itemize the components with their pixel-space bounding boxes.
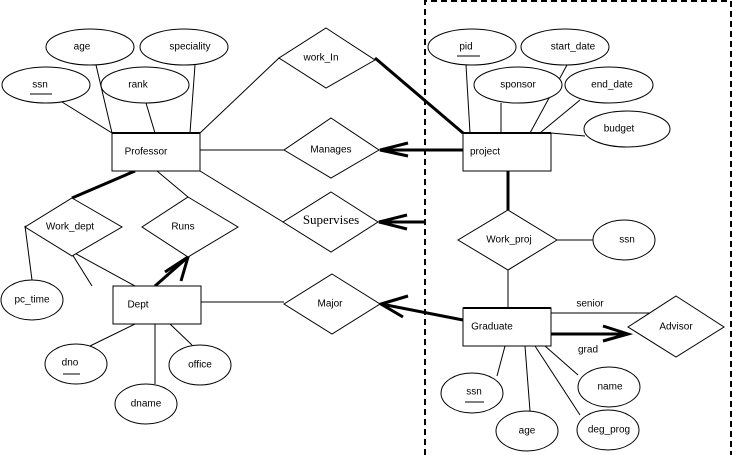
relationship-major: Major (283, 273, 381, 335)
svg-text:name: name (597, 382, 622, 393)
relationship-work-in: work_In (278, 27, 376, 89)
relationship-work-proj: Work_proj (457, 209, 558, 271)
relationship-advisor: Advisor (627, 295, 725, 358)
svg-text:pc_time: pc_time (14, 295, 49, 306)
attribute-graduate-name: name (577, 366, 641, 408)
svg-text:Work_dept: Work_dept (46, 222, 94, 233)
svg-text:speciality: speciality (169, 42, 210, 53)
entity-project: project (462, 132, 552, 172)
attribute-graduate-age: age (495, 410, 559, 452)
svg-text:dname: dname (131, 399, 162, 410)
entity-graduate: Graduate (462, 307, 552, 347)
svg-text:Advisor: Advisor (659, 322, 693, 333)
attribute-graduate-ssn-key: ssn (440, 372, 504, 414)
svg-text:age: age (519, 426, 536, 437)
svg-text:Runs: Runs (171, 222, 194, 233)
attribute-speciality: speciality (139, 28, 229, 66)
attribute-start-date: start_date (520, 28, 610, 66)
entity-professor: Professor (111, 132, 201, 172)
svg-text:sponsor: sponsor (500, 80, 536, 91)
attribute-age: age (45, 28, 135, 66)
svg-text:Professor: Professor (125, 147, 168, 158)
entity-dept: Dept (112, 285, 202, 325)
arrows (154, 141, 634, 343)
attribute-office: office (168, 344, 232, 386)
attribute-pid-key: pid (427, 28, 517, 66)
relationship-work-dept: Work_dept (24, 197, 123, 257)
attribute-work-proj-ssn: ssn (592, 219, 656, 261)
svg-text:dno: dno (62, 358, 79, 369)
attribute-pc-time: pc_time (0, 279, 64, 321)
svg-text:Major: Major (317, 299, 343, 310)
attribute-end-date: end_date (564, 66, 654, 104)
svg-text:Supervises: Supervises (303, 212, 359, 227)
svg-text:start_date: start_date (551, 42, 596, 53)
relationship-runs: Runs (141, 196, 239, 258)
svg-text:office: office (188, 360, 212, 371)
role-senior: senior (576, 299, 604, 310)
relationship-supervises: Supervises (282, 191, 379, 253)
svg-text:budget: budget (604, 124, 635, 135)
svg-text:work_In: work_In (302, 53, 338, 64)
svg-text:end_date: end_date (591, 80, 633, 91)
relationship-manages: Manages (283, 117, 380, 179)
attribute-ssn-key: ssn (1, 66, 91, 104)
role-grad: grad (578, 345, 598, 356)
svg-text:ssn: ssn (619, 235, 635, 246)
svg-text:Dept: Dept (127, 300, 148, 311)
attribute-dno-key: dno (44, 343, 108, 385)
svg-text:Manages: Manages (310, 145, 351, 156)
svg-text:age: age (74, 42, 91, 53)
svg-text:project: project (470, 147, 500, 158)
svg-text:ssn: ssn (466, 387, 482, 398)
attribute-sponsor: sponsor (473, 66, 563, 104)
attribute-budget: budget (583, 110, 671, 148)
svg-text:pid: pid (459, 42, 472, 53)
svg-text:deg_prog: deg_prog (588, 425, 630, 436)
attribute-deg-prog: deg_prog (576, 409, 640, 451)
attribute-rank: rank (100, 66, 190, 104)
svg-text:rank: rank (128, 80, 148, 91)
svg-text:Work_proj: Work_proj (486, 235, 531, 246)
svg-text:Graduate: Graduate (471, 322, 513, 333)
svg-text:ssn: ssn (32, 80, 48, 91)
attribute-dname: dname (114, 383, 178, 425)
